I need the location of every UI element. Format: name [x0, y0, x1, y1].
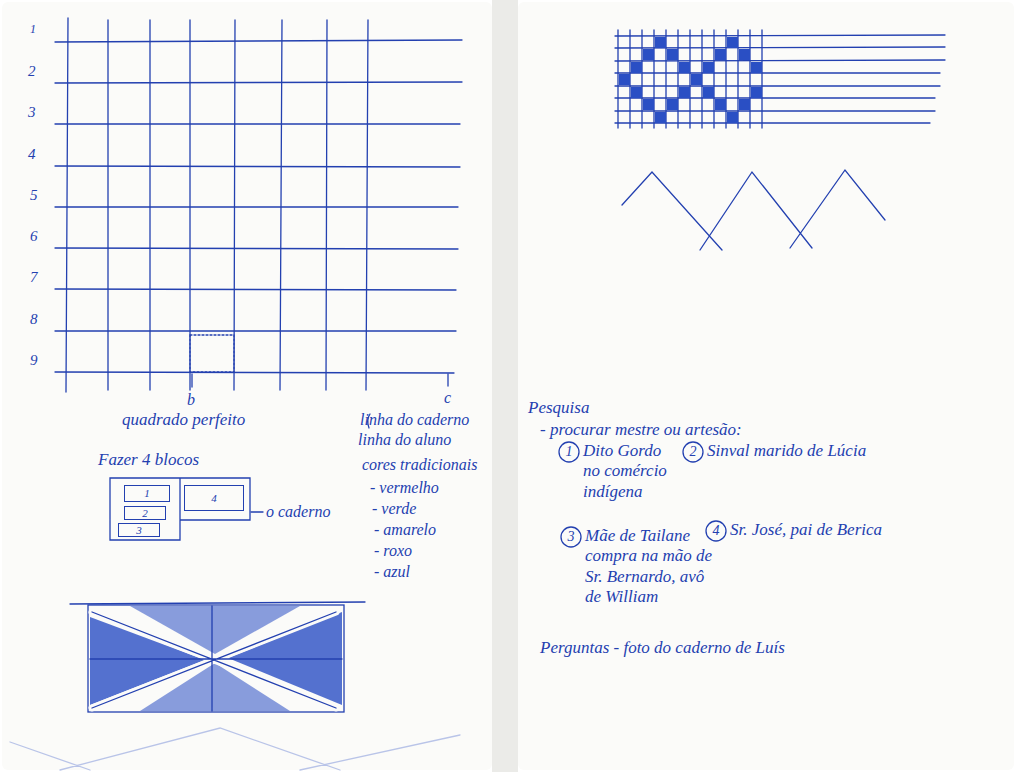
left-page	[2, 2, 492, 770]
filled-cells	[619, 37, 762, 123]
block-number: 1	[144, 487, 150, 499]
circled-number: 2	[682, 441, 704, 463]
list-item: - azul	[374, 562, 410, 581]
block-number: 2	[142, 507, 148, 519]
row-number: 4	[28, 145, 36, 163]
row-number: 9	[30, 351, 38, 369]
notebook-block: 1	[124, 485, 170, 502]
gutter	[492, 0, 518, 772]
circled-number: 4	[705, 520, 727, 542]
grid-horizontal-lines	[55, 40, 462, 373]
circle-outline	[559, 442, 579, 462]
grid-vertical-lines	[66, 18, 368, 392]
circled-number: 1	[558, 441, 580, 463]
perfect-square	[190, 335, 234, 372]
zigzag-lines	[622, 170, 885, 250]
circled-number: 3	[560, 526, 582, 548]
block-number: 4	[713, 523, 720, 538]
note-text: o caderno	[266, 502, 330, 521]
row-number: 8	[30, 310, 38, 328]
note-text: Fazer 4 blocos	[98, 450, 199, 470]
notebook-block: 2	[124, 506, 166, 520]
leader-line	[191, 374, 192, 387]
section-heading: Pesquisa	[528, 398, 589, 418]
block-number: 2	[690, 444, 697, 459]
row-number: 6	[30, 227, 38, 245]
note-text: linha do caderno	[360, 410, 469, 429]
pattern-line	[70, 602, 365, 604]
block-number: 1	[566, 444, 573, 459]
list-item: Dito Gordo no comércio indígena	[583, 441, 678, 502]
list-item: Sr. José, pai de Berica	[730, 520, 882, 540]
ink-drawing	[10, 18, 945, 770]
notebook-outline	[110, 478, 250, 540]
circle-outline	[561, 527, 581, 547]
list-item: - amarelo	[374, 520, 436, 539]
note-text: - procurar mestre ou artesão:	[540, 420, 742, 440]
notebook-block: 4	[184, 485, 244, 511]
notebook-block: 3	[118, 523, 160, 537]
leader-line	[447, 374, 448, 386]
list-item: Sinval marido de Lúcia	[707, 441, 866, 461]
circle-outline	[683, 442, 703, 462]
note-text: Perguntas - foto do caderno de Luís	[540, 638, 785, 658]
note-text: quadrado perfeito	[122, 410, 245, 430]
pattern-triangle	[140, 663, 290, 711]
callout-letter: c	[444, 388, 451, 407]
block-number: 4	[211, 492, 217, 504]
right-page	[518, 2, 1014, 770]
pattern-frame	[88, 605, 344, 712]
row-number: 7	[30, 268, 38, 286]
list-item: Mãe de Tailane compra na mão de Sr. Bern…	[585, 526, 720, 608]
list-item: - vermelho	[370, 478, 439, 497]
row-number: 3	[28, 103, 36, 121]
pattern-triangle	[130, 606, 300, 654]
row-number: 1	[30, 22, 36, 36]
block-number: 3	[136, 524, 142, 536]
list-heading: cores tradicionais	[362, 455, 477, 474]
pattern-lines	[90, 606, 342, 711]
grid-vertical-lines	[618, 30, 762, 128]
leader-line	[251, 511, 263, 512]
circle-outline	[706, 521, 726, 541]
callout-letter: b	[187, 390, 195, 409]
list-item: - verde	[372, 499, 416, 518]
grid-horizontal-lines	[615, 35, 945, 123]
faint-lines	[10, 728, 460, 770]
note-text: linha do aluno	[358, 430, 451, 449]
row-number: 5	[30, 186, 38, 204]
list-item: - roxo	[374, 541, 412, 560]
row-number: 2	[28, 62, 36, 80]
block-number: 3	[568, 529, 575, 544]
